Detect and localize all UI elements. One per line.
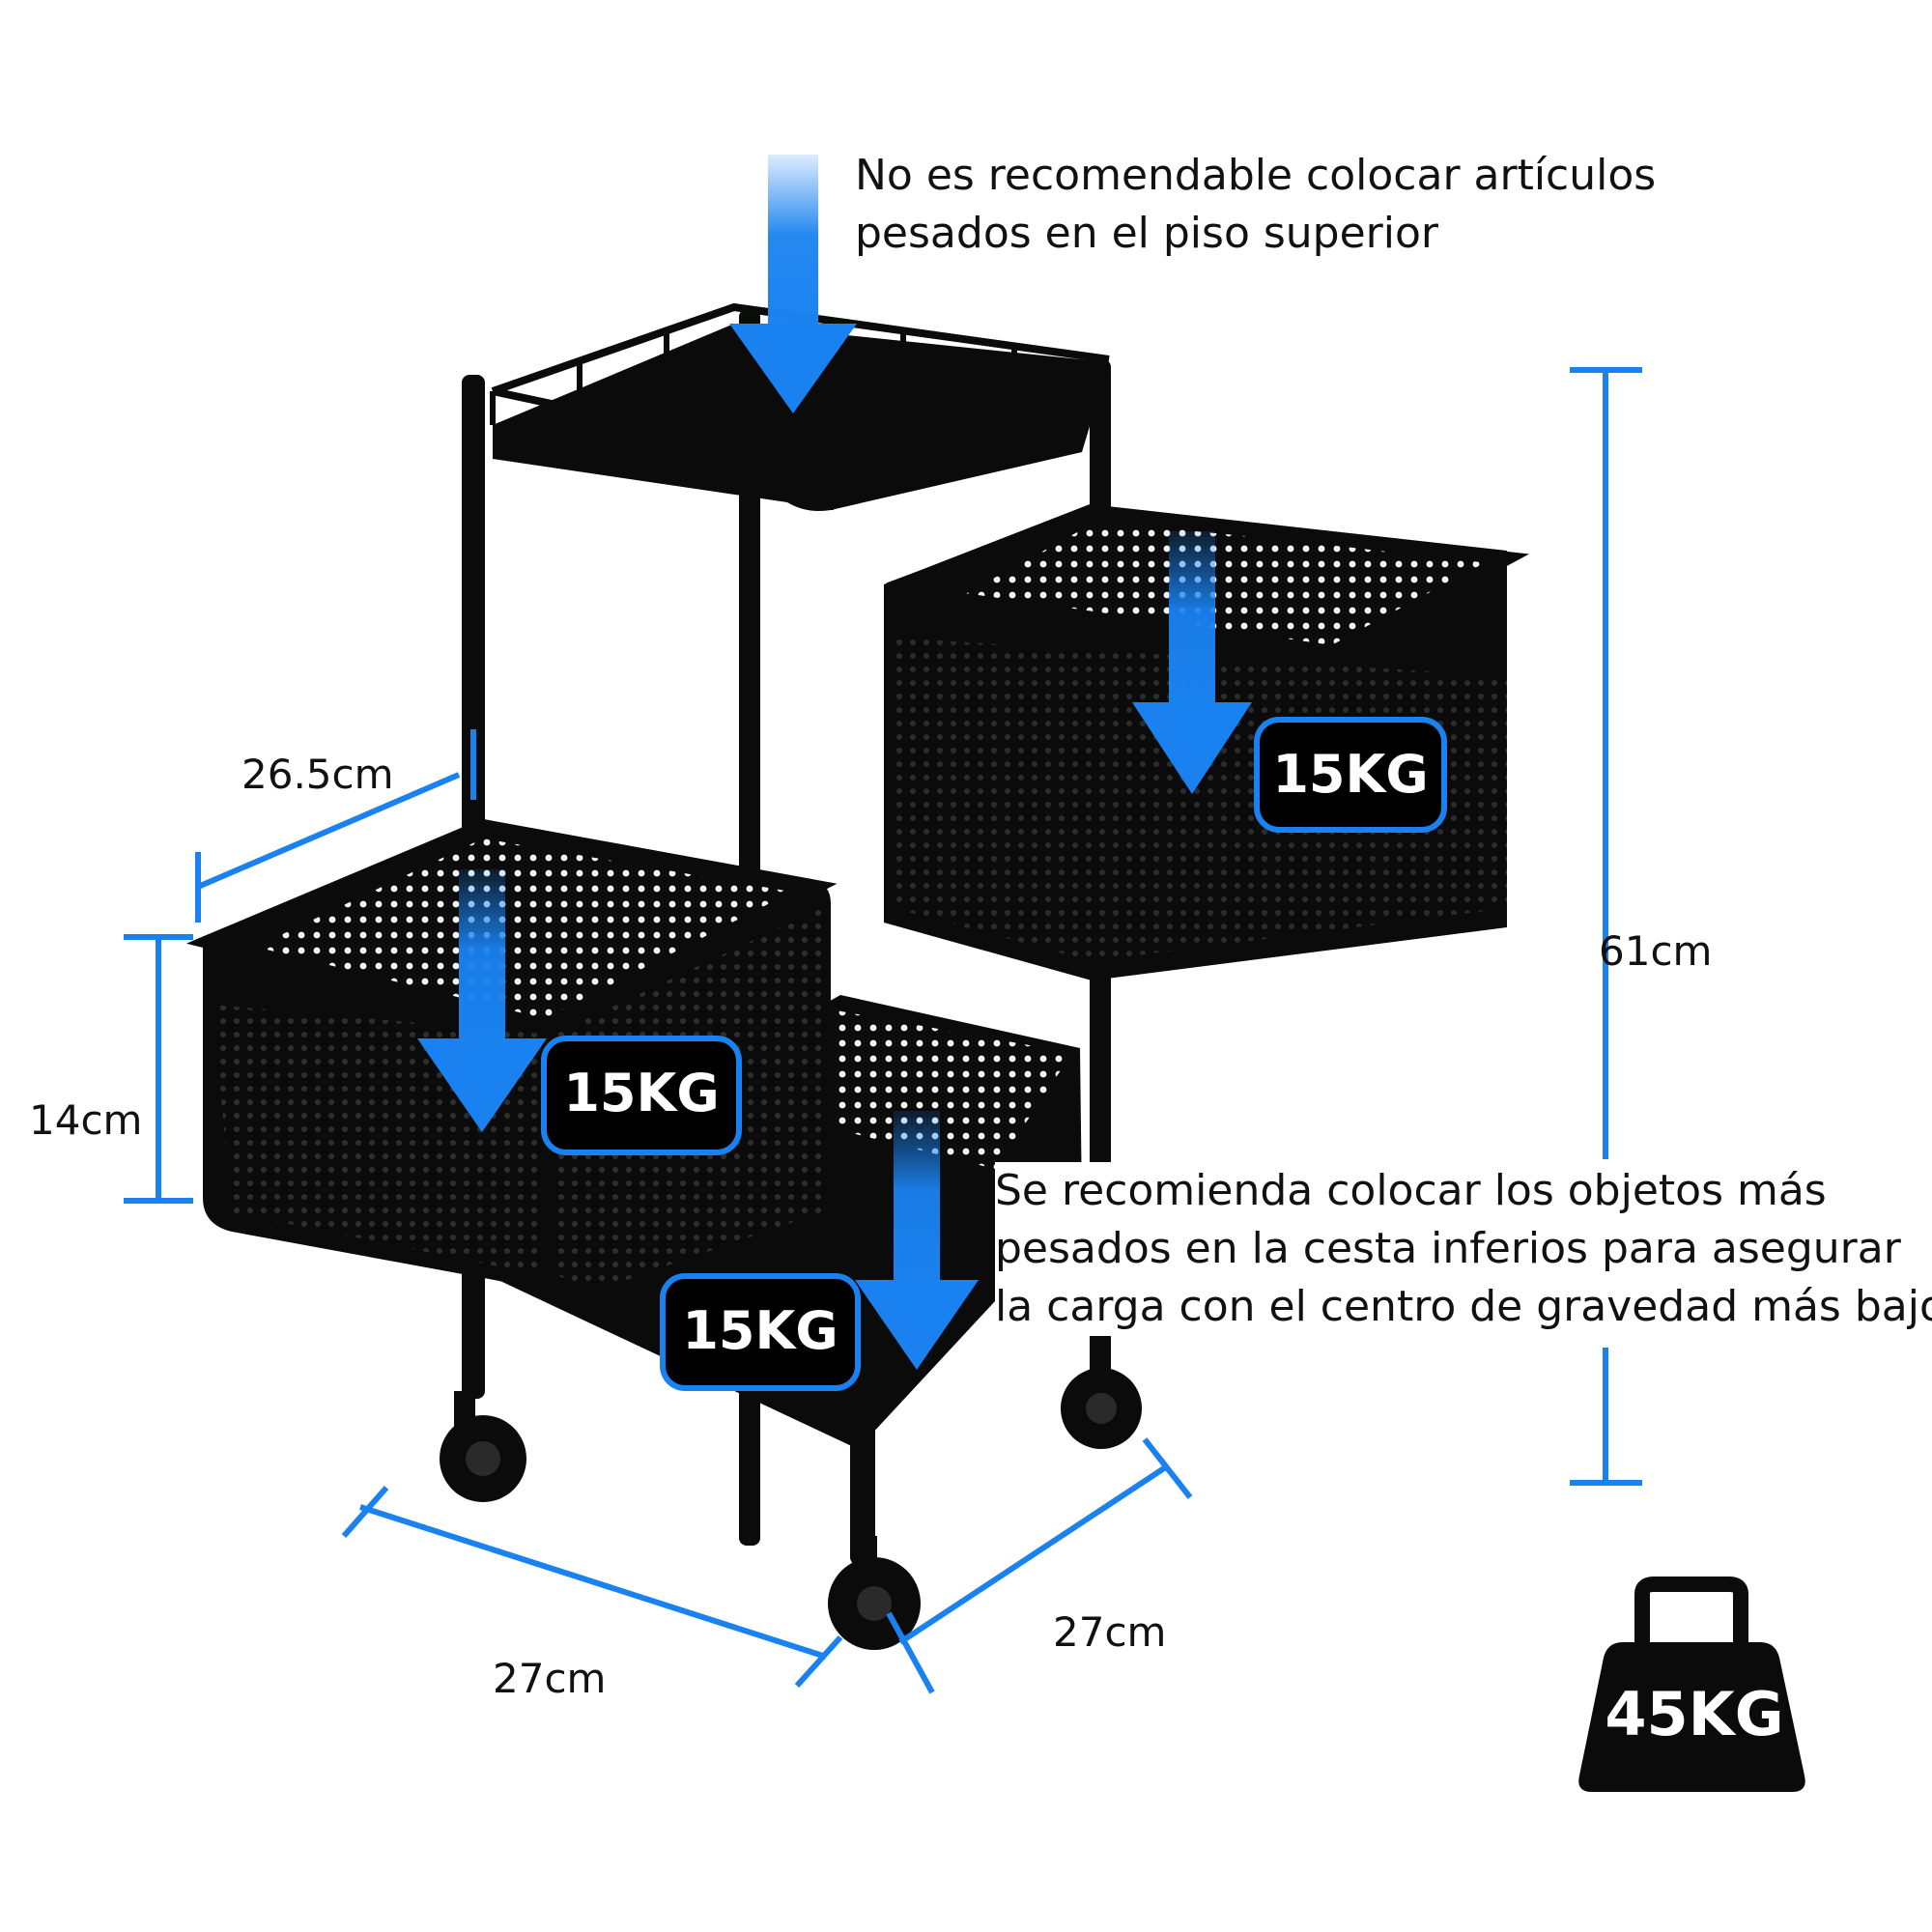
dimension-basket-height — [124, 934, 193, 1204]
lower-basket-load-badge: 15KG — [660, 1273, 861, 1391]
top-warning-line-2: pesados en el piso superior — [855, 209, 1438, 258]
down-arrow-icon — [417, 869, 547, 1132]
basket-height-label: 14cm — [29, 1096, 143, 1144]
down-arrow-icon — [1132, 531, 1252, 794]
dimension-base-width-left — [341, 1486, 843, 1689]
dimension-base-width-right — [886, 1437, 1193, 1694]
basket-depth-label: 26.5cm — [242, 751, 394, 798]
weight-icon — [1578, 1577, 1805, 1792]
middle-basket-load-badge: 15KG — [541, 1036, 742, 1155]
bottom-tip-line-2: pesados en la cesta inferios para asegur… — [995, 1220, 1901, 1278]
down-arrow-icon — [855, 1111, 979, 1370]
top-warning-line-1: No es recomendable colocar artículos — [855, 151, 1657, 200]
total-height-label: 61cm — [1599, 927, 1713, 975]
down-arrow-icon — [729, 155, 857, 413]
base-width-left-label: 27cm — [493, 1655, 607, 1702]
top-shelf — [490, 302, 1111, 511]
bottom-tip-line-1: Se recomienda colocar los objetos más — [995, 1162, 1827, 1220]
total-load-label: 45KG — [1605, 1679, 1784, 1749]
bottom-tip-line-3: la carga con el centro de gravedad más b… — [995, 1278, 1932, 1336]
base-width-right-label: 27cm — [1053, 1608, 1167, 1656]
upper-basket-load-badge: 15KG — [1254, 717, 1447, 833]
dimension-height-total — [1570, 367, 1642, 1486]
dimension-basket-depth — [195, 729, 476, 923]
